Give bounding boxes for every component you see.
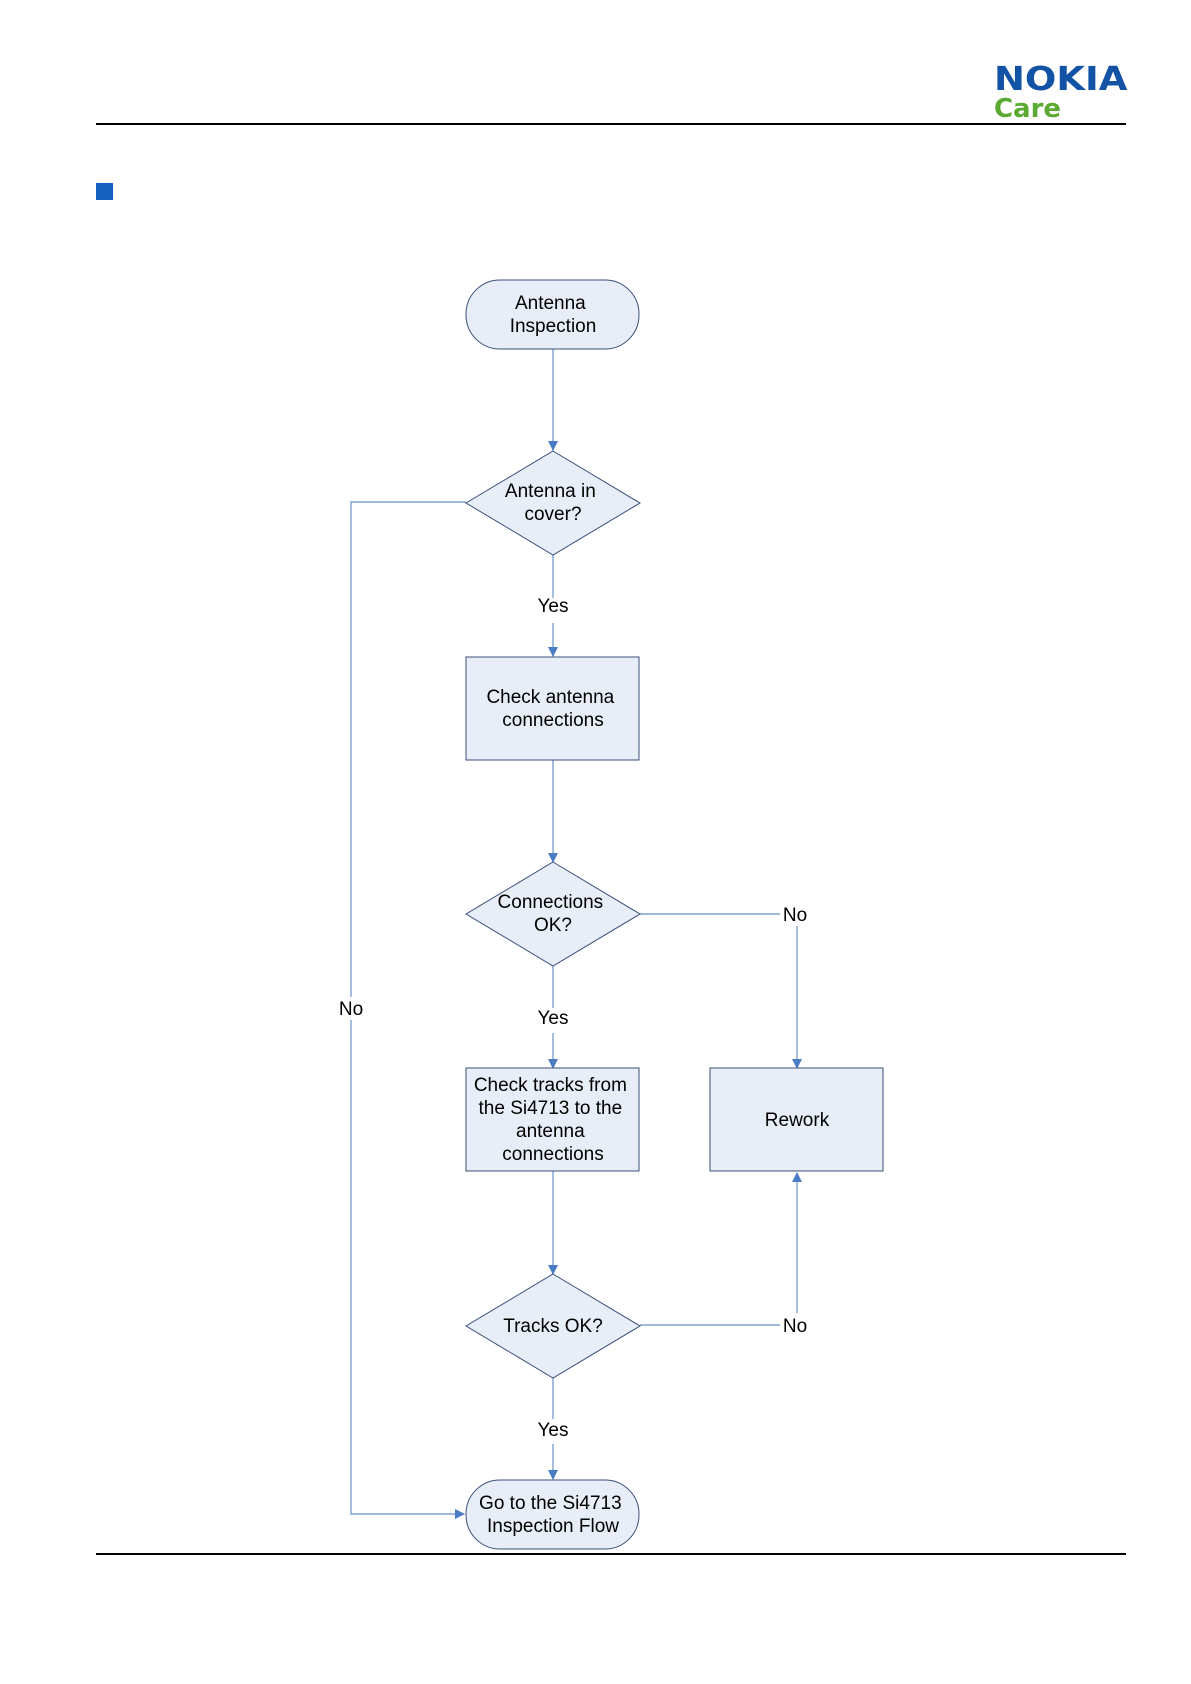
end-terminal <box>466 1480 639 1549</box>
no-label-tracks: No <box>783 1316 807 1337</box>
no-label-connections: No <box>783 905 807 926</box>
start-terminal <box>466 280 639 349</box>
decision-tracks-label: Tracks OK? <box>503 1316 603 1337</box>
decision-antenna-in-cover <box>466 451 640 555</box>
footer-rule <box>96 1553 1126 1555</box>
yes-label-tracks: Yes <box>538 1420 569 1441</box>
connector-cover-no-left <box>351 502 466 997</box>
connector-cover-no-to-end <box>351 1020 464 1514</box>
process-check-antenna-connections <box>466 657 639 760</box>
rework-label: Rework <box>765 1110 830 1131</box>
yes-label-connections: Yes <box>538 1008 569 1029</box>
yes-label-cover: Yes <box>538 596 569 617</box>
no-label-cover: No <box>339 999 363 1020</box>
decision-connections-ok <box>466 862 640 966</box>
